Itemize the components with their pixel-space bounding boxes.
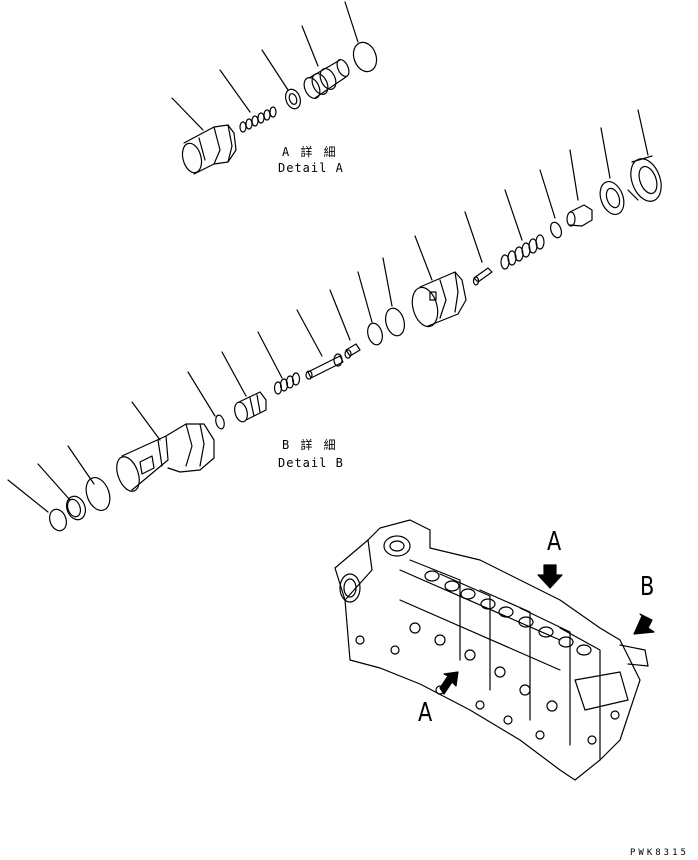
rod-part: [305, 353, 344, 380]
washer-part: [284, 88, 302, 110]
leader-line: [67, 445, 95, 485]
leader-line: [600, 127, 611, 179]
detail-a-title-en: Detail A: [278, 161, 344, 175]
arrow-b-icon: [633, 613, 655, 635]
o-ring: [367, 322, 383, 346]
o-ring: [352, 41, 378, 73]
seat-part: [411, 271, 467, 328]
leader-line: [296, 309, 323, 357]
leader-line: [7, 479, 49, 513]
drawing-code: PWK8315: [630, 848, 689, 858]
ring-part: [599, 180, 625, 216]
poppet-part: [566, 204, 593, 227]
leader-line: [382, 257, 393, 307]
leader-line: [37, 463, 71, 501]
leader-line: [131, 401, 161, 441]
leader-line: [301, 25, 319, 67]
leader-line: [221, 351, 247, 397]
o-ring: [215, 414, 225, 430]
callout-a-bottom: A: [418, 698, 433, 728]
arrow-a-bottom-icon: [439, 671, 459, 695]
leader-line: [344, 1, 359, 43]
o-ring: [85, 476, 111, 512]
callout-a-top: A: [547, 527, 562, 557]
leader-line: [357, 271, 373, 323]
detail-b-title-jp: B 詳 細: [282, 438, 338, 452]
spring-part: [500, 234, 545, 270]
small-nut-part: [344, 343, 361, 359]
leader-line: [329, 289, 351, 341]
o-ring: [66, 498, 82, 518]
leader-line: [414, 235, 433, 281]
leader-line: [257, 331, 283, 379]
detail-a-group: [171, 1, 378, 175]
arrow-a-top-icon: [537, 564, 563, 589]
leader-line: [539, 169, 556, 219]
piston-part: [234, 391, 267, 423]
body-part: [116, 423, 215, 492]
detail-a-title-jp: A 詳 細: [282, 145, 338, 159]
plug-part: [181, 124, 237, 175]
detail-b-title-en: Detail B: [278, 456, 344, 470]
leader-line: [637, 109, 649, 156]
o-ring: [384, 307, 406, 337]
callout-b: B: [640, 572, 655, 602]
leader-line: [504, 189, 523, 241]
spring-part: [239, 106, 277, 133]
leader-line: [261, 49, 289, 91]
leader-line: [219, 69, 251, 113]
control-valve-assembly: [334, 519, 655, 781]
nut-part: [627, 155, 662, 202]
o-ring: [65, 495, 87, 521]
leader-line: [171, 97, 204, 131]
o-ring: [549, 221, 563, 239]
leader-line: [187, 371, 216, 417]
leader-line: [464, 211, 483, 263]
spool-part: [303, 58, 350, 99]
pin-part: [472, 267, 493, 286]
leader-line: [569, 149, 579, 201]
detail-b-group: [7, 109, 662, 532]
o-ring: [48, 508, 68, 532]
spring-part: [273, 372, 301, 395]
